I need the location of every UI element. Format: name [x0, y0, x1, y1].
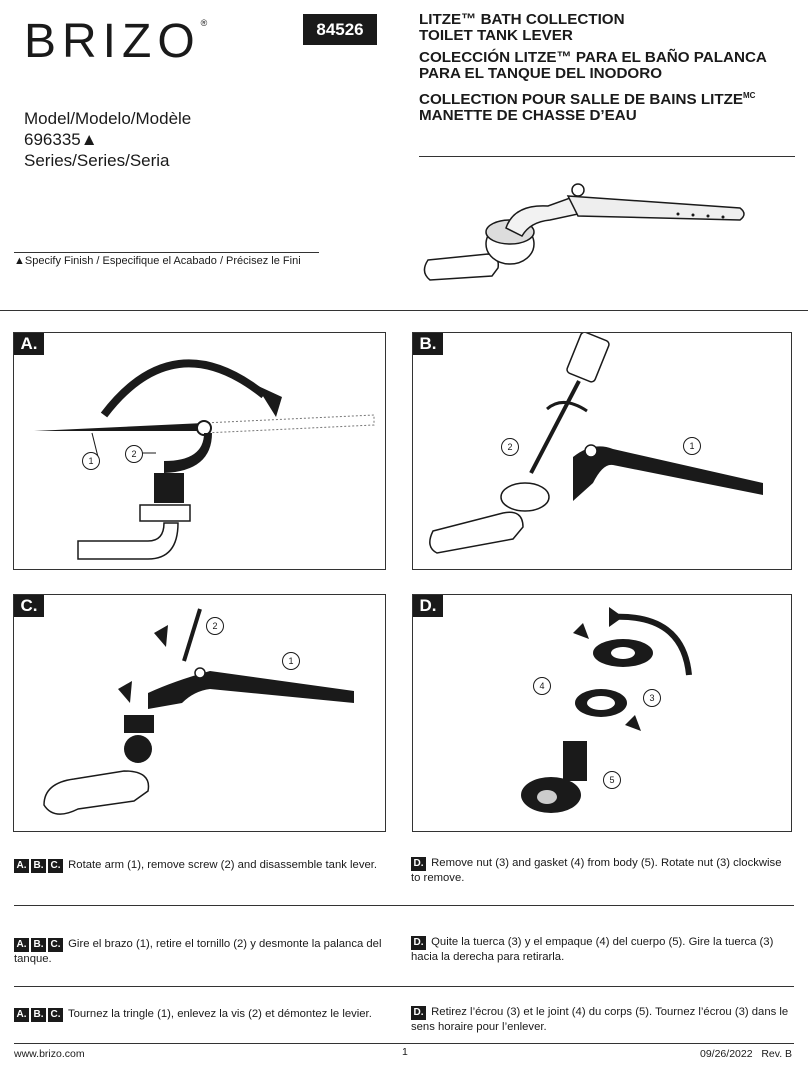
- tag-d: D.: [411, 857, 426, 871]
- brand-logo: BRIZO®: [24, 15, 208, 68]
- panel-b: B. 2 1: [412, 332, 792, 570]
- tag-b: B.: [31, 859, 46, 873]
- tag-c: C.: [48, 1008, 63, 1022]
- panel-d-label: D.: [413, 595, 443, 617]
- tag-a: A.: [14, 1008, 29, 1022]
- instruction-d-en: D. Remove nut (3) and gasket (4) from bo…: [411, 857, 782, 884]
- tag-c: C.: [48, 938, 63, 952]
- tag-c: C.: [48, 859, 63, 873]
- callout-2: 2: [501, 438, 519, 456]
- panel-b-illustration: [429, 333, 763, 554]
- tag-d: D.: [411, 936, 426, 950]
- product-illustration: [423, 183, 745, 281]
- callout-2: 2: [206, 617, 224, 635]
- panel-c-illustration: [43, 608, 354, 815]
- tag-a: A.: [14, 859, 29, 873]
- finish-divider: [14, 252, 319, 253]
- panel-d: D. 4 3 5: [412, 594, 792, 832]
- model-number: 696335▲: [24, 130, 98, 149]
- website-link[interactable]: www.brizo.com: [14, 1048, 85, 1060]
- title-divider: [419, 156, 795, 157]
- footer-divider: [14, 1043, 794, 1044]
- panel-c-label: C.: [14, 595, 44, 617]
- instruction-abc-es: A.B.C. Gire el brazo (1), retire el torn…: [14, 938, 382, 965]
- callout-2: 2: [125, 445, 143, 463]
- callout-5: 5: [603, 771, 621, 789]
- instruction-abc-en: A.B.C. Rotate arm (1), remove screw (2) …: [14, 858, 384, 873]
- model-label: Model/Modelo/Modèle: [24, 109, 192, 128]
- panel-d-illustration: [521, 607, 692, 813]
- row-divider: [14, 986, 794, 987]
- panel-b-label: B.: [413, 333, 443, 355]
- panel-a-label: A.: [14, 333, 44, 355]
- model-info: Model/Modelo/Modèle 696335▲ Series/Serie…: [24, 108, 191, 171]
- tag-b: B.: [31, 1008, 46, 1022]
- tag-a: A.: [14, 938, 29, 952]
- callout-1: 1: [282, 652, 300, 670]
- callout-1: 1: [683, 437, 701, 455]
- panel-c: C. 2 1: [13, 594, 386, 832]
- instruction-d-es: D. Quite la tuerca (3) y el empaque (4) …: [411, 936, 774, 963]
- tag-d: D.: [411, 1006, 426, 1020]
- instruction-abc-fr: A.B.C. Tournez la tringle (1), enlevez l…: [14, 1007, 384, 1022]
- instruction-d-fr: D. Retirez l’écrou (3) et le joint (4) d…: [411, 1006, 789, 1033]
- finish-note: ▲Specify Finish / Especifique el Acabado…: [14, 255, 301, 267]
- footer-date: 09/26/2022 Rev. B: [700, 1048, 793, 1060]
- callout-4: 4: [533, 677, 551, 695]
- page-number: 1: [402, 1046, 408, 1058]
- panel-a-illustration: [34, 359, 375, 560]
- panel-a: A. 1 2: [13, 332, 386, 570]
- row-divider: [14, 905, 794, 906]
- tag-b: B.: [31, 938, 46, 952]
- part-number-badge: 84526: [303, 14, 377, 45]
- series-label: Series/Series/Seria: [24, 151, 170, 170]
- section-divider: [0, 310, 808, 311]
- callout-3: 3: [643, 689, 661, 707]
- callout-1: 1: [82, 452, 100, 470]
